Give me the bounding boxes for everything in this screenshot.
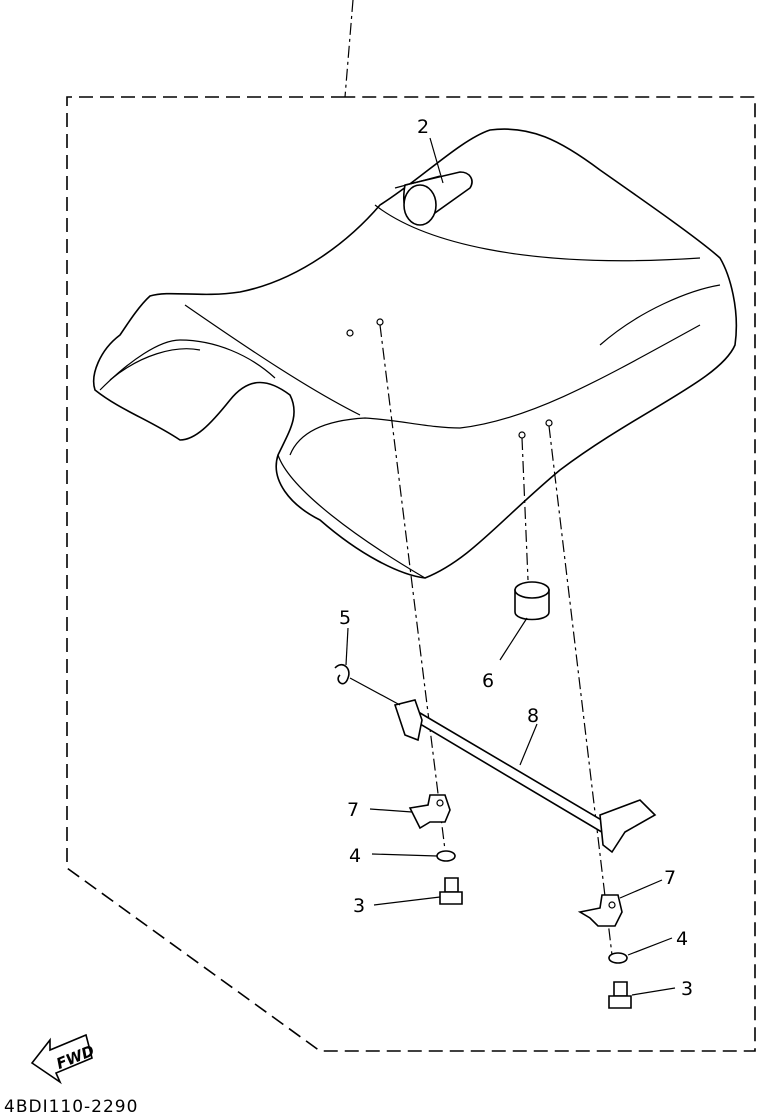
top-reference-line (344, 0, 354, 98)
bracket-front-part (408, 794, 451, 830)
drawing-code: 4BDI110-2290 (4, 1097, 138, 1115)
damper-part (514, 581, 550, 621)
callout-7-front: 7 (347, 799, 359, 821)
callout-5: 5 (339, 607, 351, 629)
seat-cover (93, 128, 738, 579)
callout-3-rear: 3 (681, 978, 693, 1000)
assembly-boundary (66, 96, 756, 1052)
pin-part (394, 171, 473, 226)
leader-lines (345, 137, 676, 996)
callout-4-rear: 4 (676, 928, 688, 950)
callout-6: 6 (482, 670, 494, 692)
washer-rear-part (608, 952, 628, 964)
washer-front-part (436, 850, 456, 862)
rod-assembly (393, 699, 657, 854)
callout-7-rear: 7 (664, 867, 676, 889)
bolt-front-part (439, 877, 463, 905)
fwd-arrow-icon: FWD (30, 1033, 97, 1085)
bolt-rear-part (608, 981, 632, 1009)
callout-4-front: 4 (349, 845, 361, 867)
callout-8: 8 (527, 705, 539, 727)
callout-3-front: 3 (353, 895, 365, 917)
bracket-rear-part (577, 894, 623, 927)
callout-2: 2 (417, 116, 429, 138)
clip-part (334, 663, 401, 706)
assembly-axes (379, 324, 613, 956)
